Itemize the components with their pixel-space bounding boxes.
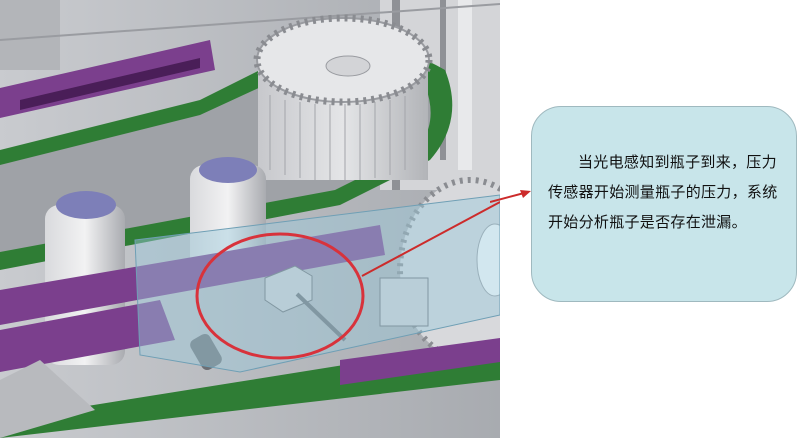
callout-box: 当光电感知到瓶子到来，压力传感器开始测量瓶子的压力，系统开始分析瓶子是否存在泄漏… [531, 106, 797, 302]
photoelectric-sensor [190, 265, 429, 371]
bottle-middle [190, 157, 266, 275]
base-plate [0, 360, 95, 438]
star-wheel-gear [253, 14, 433, 180]
pointer-arrow [361, 201, 500, 277]
upper-guide-rail [0, 40, 215, 118]
machine-illustration [0, 0, 500, 438]
highlight-ellipse [195, 232, 365, 360]
lower-guide-rail [0, 225, 500, 385]
pointer-arrow-head [490, 190, 531, 203]
callout-text: 当光电感知到瓶子到来，压力传感器开始测量瓶子的压力，系统开始分析瓶子是否存在泄漏… [548, 153, 778, 231]
glass-plate [134, 194, 500, 373]
